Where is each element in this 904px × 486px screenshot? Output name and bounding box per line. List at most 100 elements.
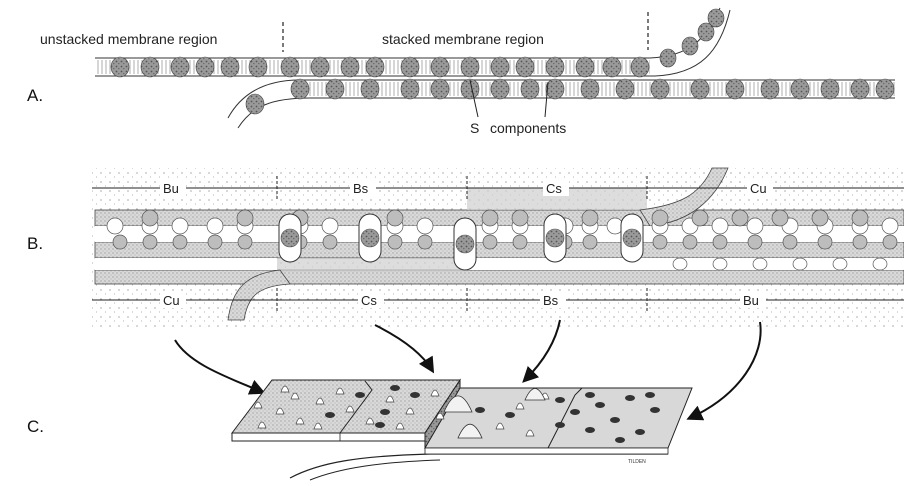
membrane-particle [791, 79, 809, 99]
membrane-particle [491, 79, 509, 99]
channel-particle [173, 235, 187, 249]
channel-particle [483, 235, 497, 249]
arrow-bs [525, 320, 560, 380]
membrane-particle [326, 79, 344, 99]
segment-label-top-1: Bu [163, 181, 179, 196]
channel-particle [653, 235, 667, 249]
membrane-particle [196, 57, 214, 77]
channel-particle [853, 235, 867, 249]
channel-particle [582, 210, 598, 226]
face-pit [610, 417, 620, 423]
membrane-particle [682, 37, 698, 55]
channel-particle [713, 235, 727, 249]
channel-particle [237, 210, 253, 226]
membrane-particle [461, 57, 479, 77]
membrane-particle [726, 79, 744, 99]
channel-particle [683, 235, 697, 249]
panel-b: B. Bu [27, 168, 904, 328]
channel-particle [388, 235, 402, 249]
segment-label-bottom-3: Bs [543, 293, 559, 308]
face-pit [595, 402, 605, 408]
membrane-particle [821, 79, 839, 99]
membrane-particle [111, 57, 129, 77]
membrane-particle [581, 79, 599, 99]
channel-particle [238, 235, 252, 249]
membrane-particle [516, 57, 534, 77]
channel-particle [783, 235, 797, 249]
panel-a: A. unstacked membrane region stacked mem… [27, 8, 895, 136]
face-pit [635, 429, 645, 435]
channel-particle [692, 210, 708, 226]
panel-a-label: A. [27, 86, 43, 105]
channel-particle [883, 235, 897, 249]
face-pit [410, 392, 420, 398]
unstacked-region-caption: unstacked membrane region [40, 31, 217, 47]
membrane-particle [631, 57, 649, 77]
membrane-particle [660, 49, 676, 67]
stacked-region-caption: stacked membrane region [382, 31, 544, 47]
face-pit [555, 422, 565, 428]
face-pit [355, 392, 365, 398]
channel-particle [113, 235, 127, 249]
face-pit [650, 407, 660, 413]
membrane-particle [546, 57, 564, 77]
channel-particle [323, 235, 337, 249]
channel-particle [482, 210, 498, 226]
membrane-particle [616, 79, 634, 99]
membrane-particle [401, 79, 419, 99]
underlying-membrane-line-2 [310, 460, 440, 480]
channel-particle [652, 210, 668, 226]
membrane-particle [431, 79, 449, 99]
membrane-particle [221, 57, 239, 77]
face-pit [555, 397, 565, 403]
channel-particle [208, 235, 222, 249]
face-pit [505, 412, 515, 418]
panel-c: C. TILDEN [27, 380, 692, 480]
panel-c-label: C. [27, 417, 44, 436]
segment-label-top-4: Cu [750, 181, 767, 196]
membrane-particle [876, 79, 894, 99]
face-pit [585, 392, 595, 398]
channel-particle [142, 210, 158, 226]
membrane-particle [431, 57, 449, 77]
membrane-particle [576, 57, 594, 77]
arrow-cu [175, 340, 262, 392]
channel-particle [732, 210, 748, 226]
face-pit [325, 412, 335, 418]
membrane-particle [708, 9, 724, 27]
channel-particle [418, 235, 432, 249]
membrane-particle [401, 57, 419, 77]
panel-b-label: B. [27, 234, 43, 253]
s-label: S [470, 120, 479, 136]
membrane-particle [361, 79, 379, 99]
face-pit [570, 409, 580, 415]
arrow-bu [690, 322, 761, 418]
membrane-particle [603, 57, 621, 77]
channel-particle [812, 210, 828, 226]
membrane-particle [761, 79, 779, 99]
channel-particle [772, 210, 788, 226]
face-pit [645, 392, 655, 398]
face-pit [585, 427, 595, 433]
channel-particle [387, 210, 403, 226]
membrane-particle [249, 57, 267, 77]
membrane-particle [651, 79, 669, 99]
face-pit [375, 422, 385, 428]
membrane-particle [171, 57, 189, 77]
membrane-particle [521, 79, 539, 99]
membrane-particle [691, 79, 709, 99]
segment-label-bottom-4: Bu [743, 293, 759, 308]
membrane-particle [366, 57, 384, 77]
channel-particle [143, 235, 157, 249]
fracture-face-left-edge [232, 433, 425, 441]
channel-particle [513, 235, 527, 249]
channel-particle [748, 235, 762, 249]
membrane-particle [281, 57, 299, 77]
membrane-particle [246, 94, 264, 114]
membrane-particle [491, 57, 509, 77]
segment-label-top-2: Bs [353, 181, 369, 196]
membrane-particle [341, 57, 359, 77]
underlying-membrane-line-1 [290, 454, 668, 478]
arrow-cs [375, 325, 432, 370]
